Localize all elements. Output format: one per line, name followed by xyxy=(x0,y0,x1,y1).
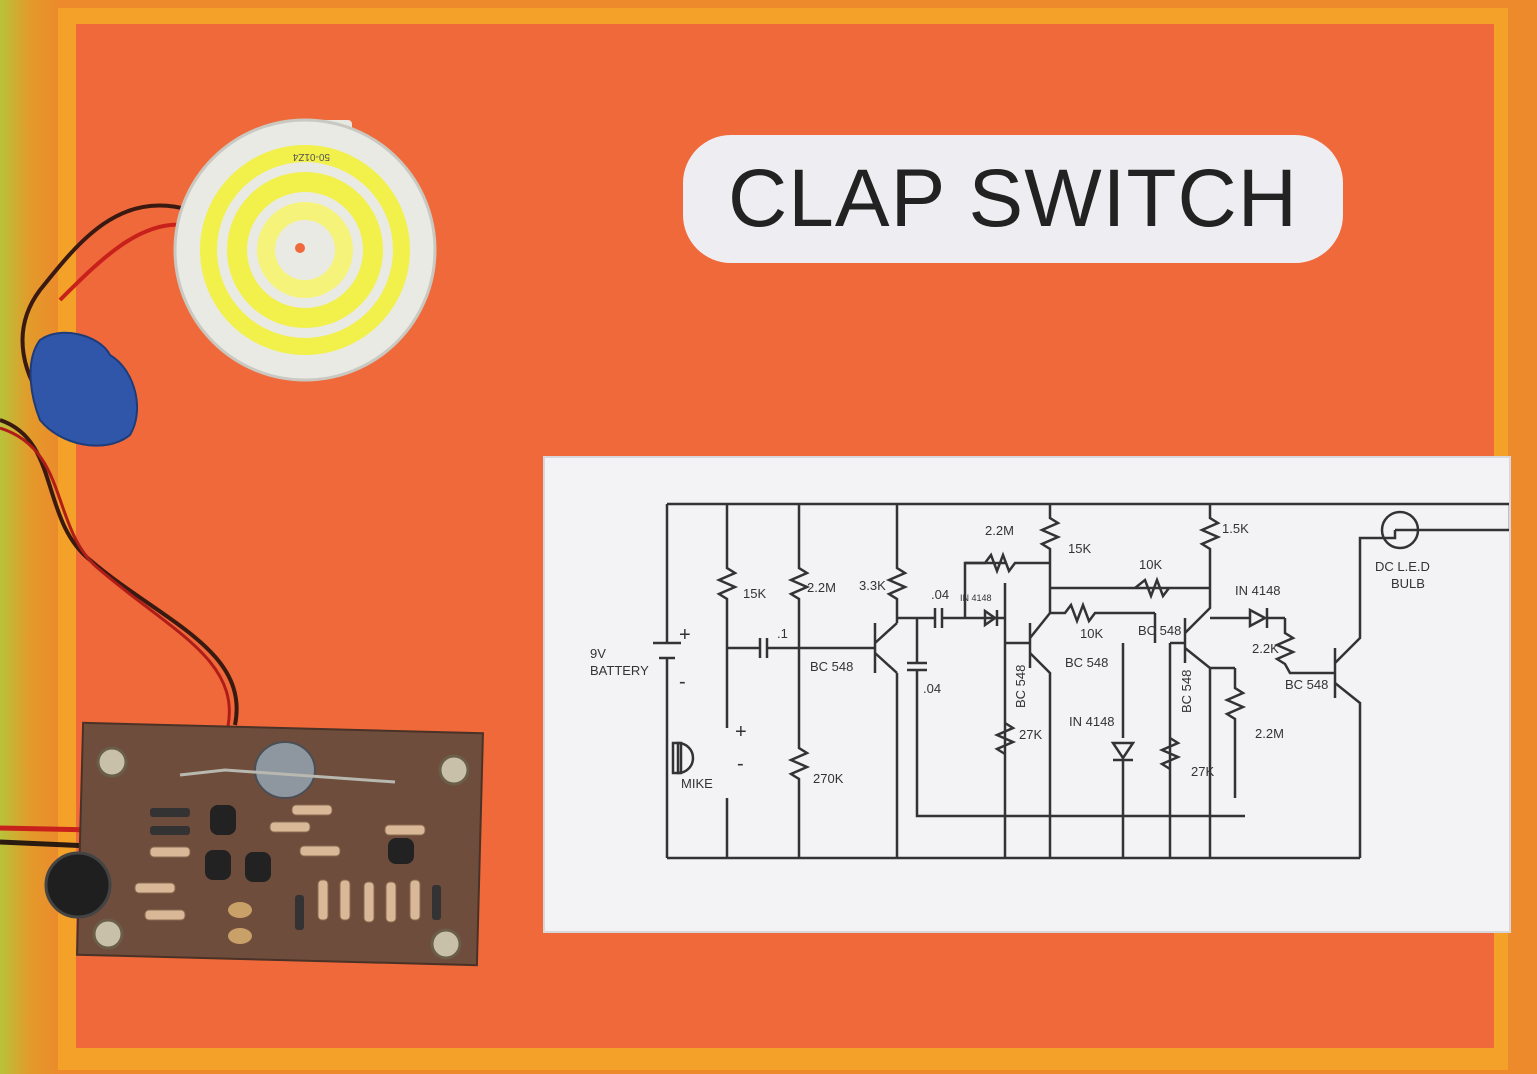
bulb-symbol xyxy=(1380,510,1420,550)
label-r27k-a: 27K xyxy=(1019,727,1042,742)
label-c04-a: .04 xyxy=(931,587,949,602)
label-q2: BC 548 xyxy=(1065,655,1108,670)
label-r2m-a: 2.2M xyxy=(807,580,836,595)
battery-clip xyxy=(29,331,139,447)
microphone xyxy=(44,851,112,919)
label-r15k-b: 15K xyxy=(1068,541,1091,556)
wire-board-black xyxy=(0,839,91,849)
label-mike-minus: - xyxy=(737,753,744,775)
circuit-board xyxy=(44,721,484,967)
wire-board-red xyxy=(0,825,96,833)
label-d2: IN 4148 xyxy=(1069,714,1115,729)
label-q4: BC 548 xyxy=(1285,677,1328,692)
label-d1: IN 4148 xyxy=(960,593,992,603)
label-r10k-b: 10K xyxy=(1080,626,1103,641)
label-battery-2: BATTERY xyxy=(590,663,649,678)
label-r270k: 270K xyxy=(813,771,844,786)
label-mike: MIKE xyxy=(681,776,713,791)
label-mike-plus: + xyxy=(735,721,747,743)
label-battery-minus: - xyxy=(679,671,686,693)
label-q1: BC 548 xyxy=(810,659,853,674)
label-r2k2: 2.2K xyxy=(1252,641,1279,656)
title-card: CLAP SWITCH xyxy=(683,135,1343,263)
label-c04-b: .04 xyxy=(923,681,941,696)
label-r2m-c: 2.2M xyxy=(1255,726,1284,741)
schematic-card: 9V BATTERY + - + - MIKE 15K 2.2M 3.3K .1… xyxy=(543,456,1511,933)
label-battery-plus: + xyxy=(679,624,691,646)
label-r1k5: 1.5K xyxy=(1222,521,1249,536)
label-c01: .1 xyxy=(777,626,788,641)
label-r27k-b: 27K xyxy=(1191,764,1214,779)
label-q3: BC 548 xyxy=(1138,623,1181,638)
label-r2m-b: 2.2M xyxy=(985,523,1014,538)
label-d3: IN 4148 xyxy=(1235,583,1281,598)
led-disc: 50-01Z4 xyxy=(173,118,437,382)
label-bulb-1: DC L.E.D xyxy=(1375,559,1430,574)
label-battery-1: 9V xyxy=(590,646,606,661)
schematic-wires xyxy=(653,502,1509,860)
led-disc-label: 50-01Z4 xyxy=(292,151,330,162)
label-r33k: 3.3K xyxy=(859,578,886,593)
page-title: CLAP SWITCH xyxy=(728,153,1298,244)
wire-red xyxy=(58,222,186,302)
label-r15k-a: 15K xyxy=(743,586,766,601)
capacitor xyxy=(254,741,316,799)
label-q2b: BC 548 xyxy=(1013,665,1028,708)
wire-red-long xyxy=(0,426,231,727)
wire-black-long xyxy=(0,418,239,726)
label-r10k-a: 10K xyxy=(1139,557,1162,572)
label-q3b: BC 548 xyxy=(1179,670,1194,713)
label-bulb-2: BULB xyxy=(1391,576,1425,591)
circuit-schematic: 9V BATTERY + - + - MIKE 15K 2.2M 3.3K .1… xyxy=(590,502,1509,860)
